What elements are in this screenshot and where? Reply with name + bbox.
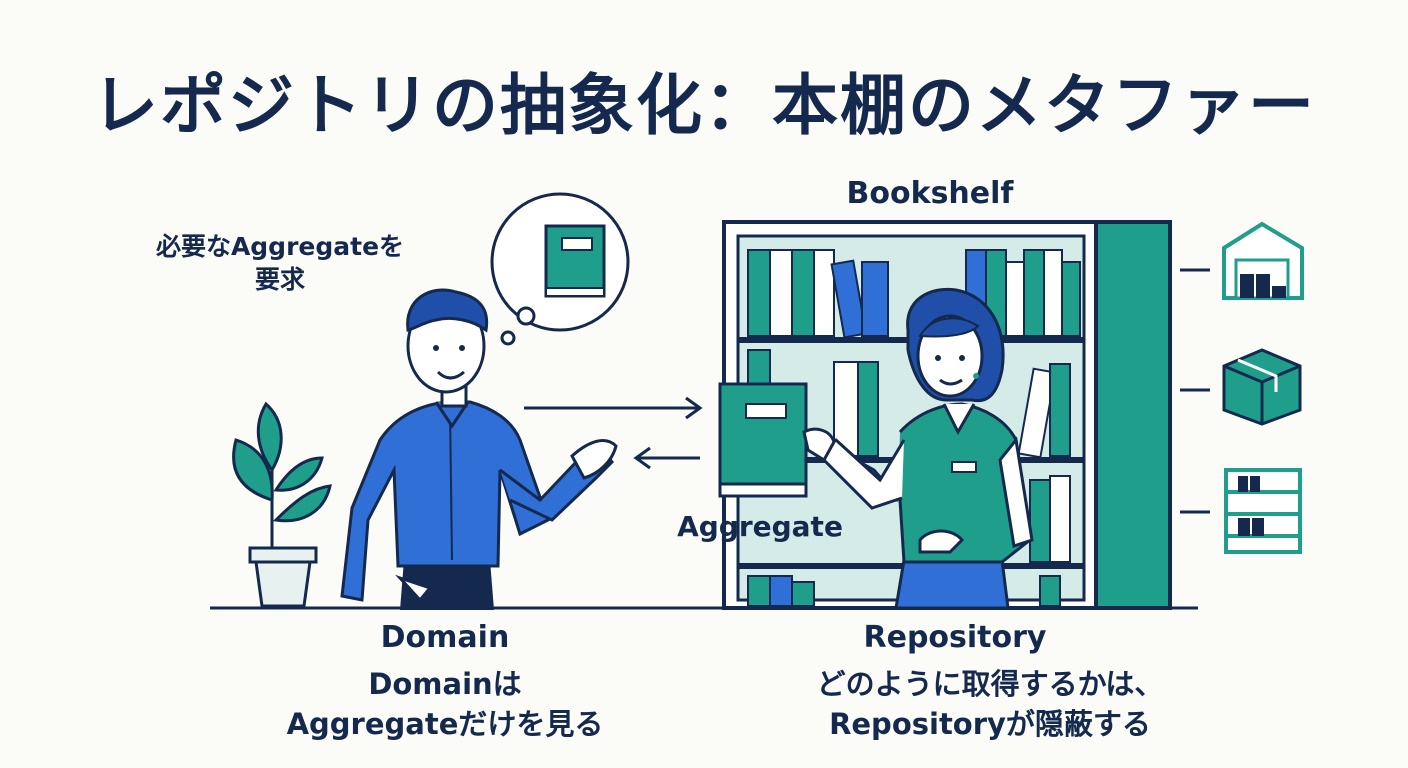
thought-bubble [490,192,630,346]
repository-caption-line-1: どのように取得するかは、 [816,667,1164,701]
thought-line-1: 必要なAggregateを [155,232,405,261]
aggregate-book-icon [718,382,808,498]
arrow-return [633,446,700,470]
book-icon [544,224,606,298]
repository-person [802,287,1034,610]
domain-caption-line-1: Domainは [368,667,522,701]
box-icon [1222,348,1302,426]
aggregate-label: Aggregate [677,510,843,543]
thought-line-2: 要求 [254,265,305,294]
arrow-request [524,396,703,420]
plant-icon [232,401,332,608]
domain-person [340,288,618,610]
domain-caption: Domainは Aggregateだけを見る [250,664,640,744]
bookshelf-label: Bookshelf [846,176,1014,211]
thought-text: 必要なAggregateを 要求 [120,230,440,296]
warehouse-icon [1222,221,1304,300]
page-title: レポジトリの抽象化：本棚のメタファー [92,67,1316,144]
repository-caption-line-2: Repositoryが隠蔽する [829,707,1151,741]
domain-caption-line-2: Aggregateだけを見る [286,707,604,741]
domain-label: Domain [380,620,510,655]
shelf-icon [1224,468,1302,554]
repository-caption: どのように取得するかは、 Repositoryが隠蔽する [780,664,1200,744]
repository-label: Repository [863,620,1047,655]
